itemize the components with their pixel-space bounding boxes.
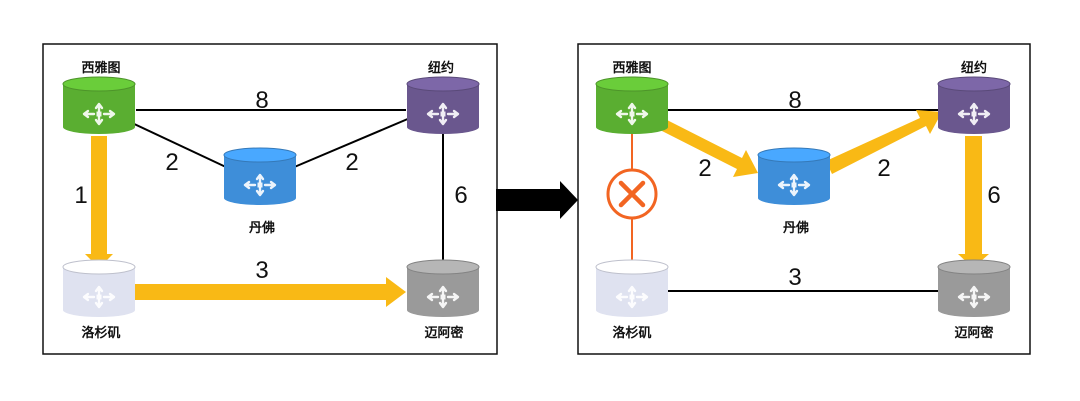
weight-denver-newyork: 2 [877, 155, 890, 182]
path-arrow-seattle-to-denver [662, 120, 758, 177]
router-seattle-icon [62, 76, 136, 134]
router-la-icon [62, 259, 136, 317]
router-la-icon [595, 259, 669, 317]
label-denver: 丹佛 [783, 220, 809, 236]
router-seattle-icon [595, 76, 669, 134]
right-arrow-icon [496, 181, 578, 219]
weight-la-miami: 3 [788, 264, 801, 291]
right-highlighted-path [662, 110, 989, 268]
weight-la-miami: 3 [255, 257, 268, 284]
link-denver-newyork [291, 117, 411, 169]
router-newyork-icon [406, 76, 480, 134]
link-failure-x-icon [606, 168, 658, 220]
label-newyork: 纽约 [428, 60, 454, 76]
router-denver-icon [757, 147, 831, 205]
label-denver: 丹佛 [249, 220, 275, 236]
path-arrow-newyork-to-miami [958, 136, 989, 268]
right-panel: 8 2 2 6 3 西雅图 纽约 丹佛 洛杉矶 迈阿密 [577, 43, 1031, 355]
left-links [129, 109, 444, 266]
left-panel: 8 2 2 6 1 3 西雅图 纽约 丹佛 洛杉矶 迈阿密 [42, 43, 498, 355]
label-miami: 迈阿密 [954, 325, 993, 341]
weight-seattle-newyork: 8 [255, 87, 268, 114]
weight-seattle-newyork: 8 [788, 87, 801, 114]
path-arrow-la-to-miami [134, 277, 406, 307]
label-newyork: 纽约 [961, 60, 987, 76]
router-denver-icon [223, 147, 297, 205]
left-highlighted-path [85, 136, 406, 307]
link-seattle-denver [129, 121, 229, 169]
label-la: 洛杉矶 [81, 325, 120, 341]
router-newyork-icon [937, 76, 1011, 134]
label-la: 洛杉矶 [612, 325, 651, 341]
weight-seattle-denver: 2 [165, 149, 178, 176]
weight-seattle-la: 1 [74, 182, 87, 209]
label-miami: 迈阿密 [424, 325, 463, 341]
weight-seattle-denver: 2 [698, 155, 711, 182]
weight-denver-newyork: 2 [345, 149, 358, 176]
path-arrow-denver-to-newyork [826, 110, 942, 174]
label-seattle: 西雅图 [612, 60, 651, 76]
router-miami-icon [406, 259, 480, 317]
weight-newyork-miami: 6 [454, 182, 467, 209]
weight-newyork-miami: 6 [987, 182, 1000, 209]
label-seattle: 西雅图 [81, 60, 120, 76]
path-arrow-seattle-to-la [85, 136, 113, 268]
router-miami-icon [937, 259, 1011, 317]
